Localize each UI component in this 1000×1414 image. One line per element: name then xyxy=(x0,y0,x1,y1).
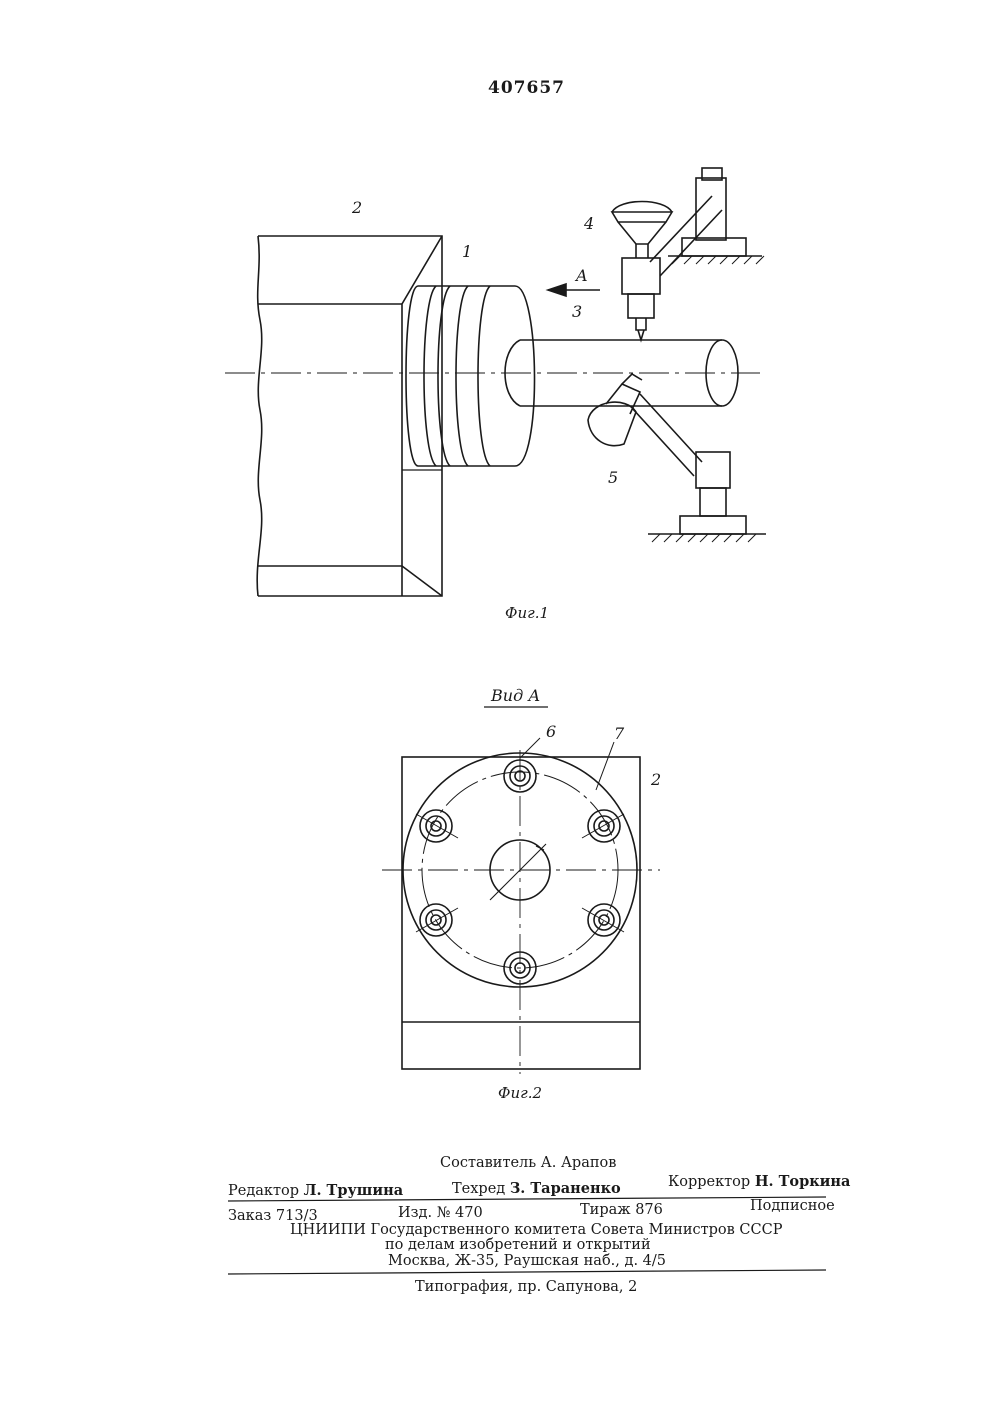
imprint-org-line2: по делам изобретений и открытий xyxy=(385,1237,651,1253)
imprint-print-run: Тираж 876 xyxy=(580,1202,663,1218)
imprint-org-line1: ЦНИИПИ Государственного комитета Совета … xyxy=(290,1222,782,1238)
imprint-edition: Изд. № 470 xyxy=(398,1205,483,1221)
imprint-address: Москва, Ж-35, Раушская наб., д. 4/5 xyxy=(388,1253,666,1269)
imprint-subscription: Подписное xyxy=(750,1198,835,1214)
imprint-printer: Типография, пр. Сапунова, 2 xyxy=(415,1279,637,1295)
